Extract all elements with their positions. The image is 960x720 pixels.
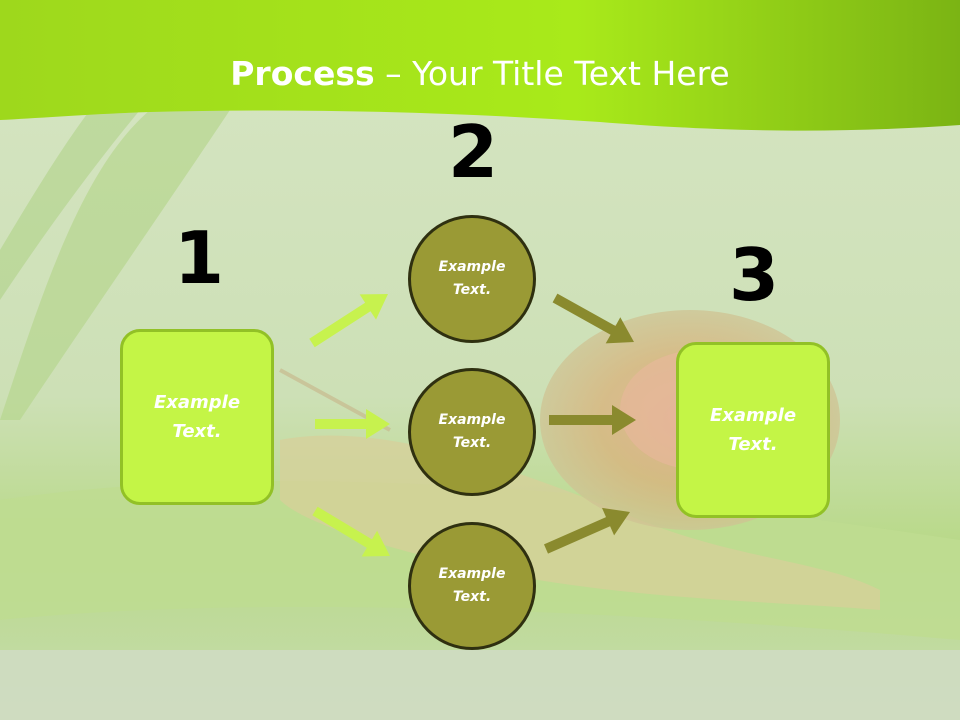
- circle-text-line: Text.: [452, 589, 492, 605]
- arrow-1-to-top: [309, 294, 388, 348]
- circle-text-line: Text.: [452, 282, 492, 298]
- title-rest: – Your Title Text Here: [374, 54, 730, 93]
- box-text-line: Example: [153, 392, 241, 413]
- arrow-middle-to-3: [549, 405, 636, 435]
- circle-text-line: Example: [438, 259, 506, 275]
- arrow-1-to-middle: [315, 409, 390, 439]
- step-2-circle-middle: Example Text.: [408, 368, 536, 496]
- arrow-top-to-3: [552, 293, 634, 344]
- step-2-circle-top: Example Text.: [408, 215, 536, 343]
- box-text-line: Text.: [172, 421, 222, 442]
- title-bold: Process: [230, 54, 375, 93]
- step-3-box: Example Text.: [676, 342, 830, 518]
- step-number-1: 1: [173, 216, 225, 300]
- box-text-line: Text.: [728, 434, 778, 455]
- circle-text-line: Example: [438, 566, 506, 582]
- arrow-bottom-to-3: [544, 507, 630, 554]
- step-1-box: Example Text.: [120, 329, 274, 505]
- slide-title: Process – Your Title Text Here: [0, 52, 960, 96]
- circle-text-line: Text.: [452, 435, 492, 451]
- step-2-circle-bottom: Example Text.: [408, 522, 536, 650]
- box-text-line: Example: [709, 405, 797, 426]
- circle-text-line: Example: [438, 412, 506, 428]
- arrow-1-to-bottom: [312, 506, 390, 557]
- step-number-3: 3: [728, 233, 780, 317]
- step-number-2: 2: [447, 110, 499, 194]
